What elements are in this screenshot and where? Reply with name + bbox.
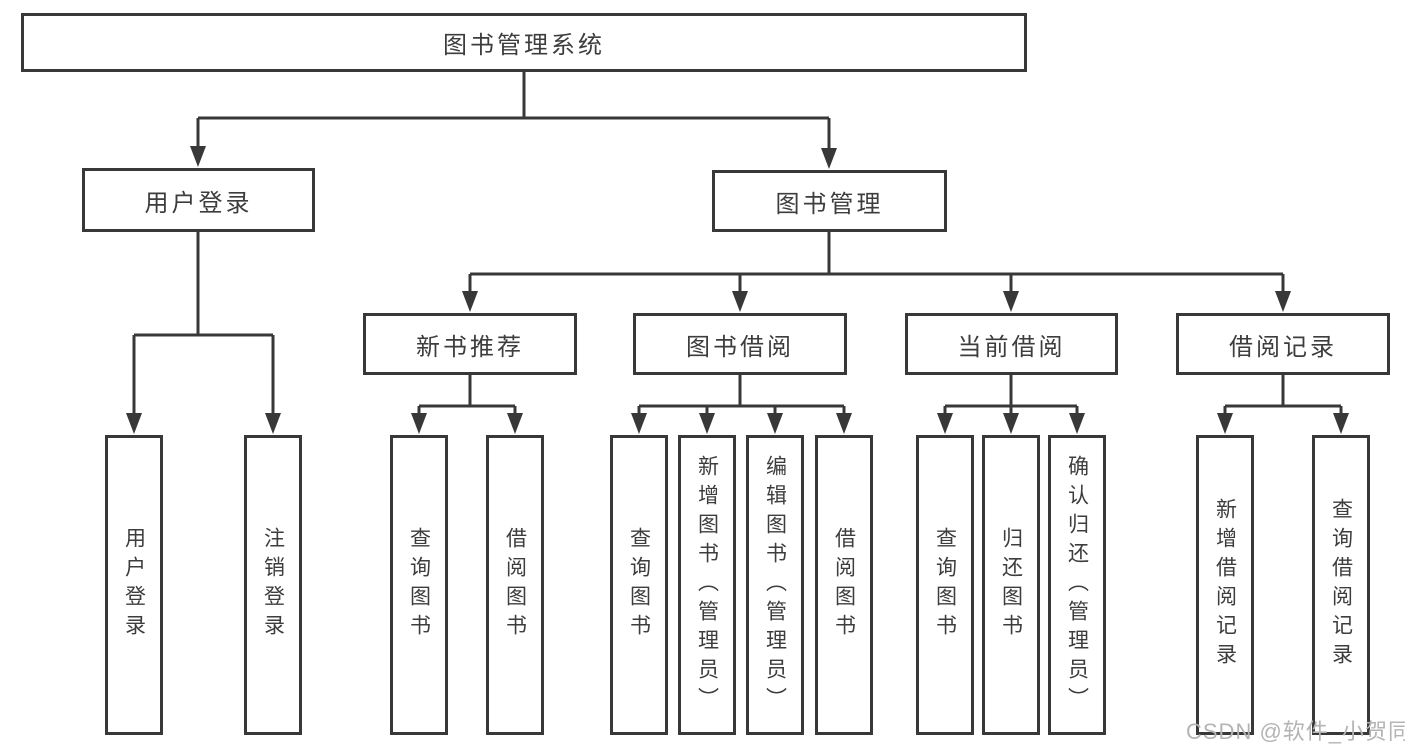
node-label: 新书推荐 bbox=[416, 333, 524, 361]
leaf-label: 新增借阅记录 bbox=[1213, 498, 1237, 672]
node-label: 图书借阅 bbox=[686, 333, 794, 361]
node-current-borrow: 当前借阅 bbox=[905, 313, 1118, 375]
leaf-query-books-current: 查询图书 bbox=[916, 435, 974, 735]
leaf-label: 查询图书 bbox=[407, 527, 431, 643]
leaf-label: 归还图书 bbox=[999, 527, 1023, 643]
node-label: 图书管理系统 bbox=[443, 32, 605, 59]
leaf-label: 注销登录 bbox=[261, 527, 285, 643]
leaf-label: 查询图书 bbox=[627, 527, 651, 643]
connector-path bbox=[134, 72, 1341, 408]
arrow-stems bbox=[132, 118, 1343, 417]
leaf-query-books-recommend: 查询图书 bbox=[390, 435, 448, 735]
leaf-label: 编辑图书（管理员） bbox=[763, 454, 787, 716]
csdn-watermark: CSDN @软件_小贺同学 bbox=[1186, 719, 1405, 744]
node-book-management: 图书管理 bbox=[712, 170, 947, 232]
leaf-confirm-return-admin: 确认归还（管理员） bbox=[1048, 435, 1106, 735]
node-new-book-recommend: 新书推荐 bbox=[363, 313, 577, 375]
leaf-logout: 注销登录 bbox=[244, 435, 302, 735]
node-label: 当前借阅 bbox=[957, 333, 1066, 361]
node-label: 用户登录 bbox=[144, 189, 253, 217]
node-user-login: 用户登录 bbox=[82, 168, 315, 232]
leaf-label: 新增图书（管理员） bbox=[695, 454, 719, 716]
node-book-borrow: 图书借阅 bbox=[633, 313, 847, 375]
leaf-borrow-books: 借阅图书 bbox=[815, 435, 873, 735]
node-borrow-records: 借阅记录 bbox=[1176, 313, 1390, 375]
leaf-query-borrow-record: 查询借阅记录 bbox=[1312, 435, 1370, 735]
leaf-borrow-books-recommend: 借阅图书 bbox=[486, 435, 544, 735]
leaf-label: 借阅图书 bbox=[832, 527, 856, 643]
leaf-return-book: 归还图书 bbox=[982, 435, 1040, 735]
leaf-user-login: 用户登录 bbox=[105, 435, 163, 735]
leaf-label: 查询图书 bbox=[933, 527, 957, 643]
leaf-add-borrow-record: 新增借阅记录 bbox=[1196, 435, 1254, 735]
leaf-edit-book-admin: 编辑图书（管理员） bbox=[746, 435, 804, 735]
leaf-label: 查询借阅记录 bbox=[1329, 498, 1353, 672]
leaf-label: 确认归还（管理员） bbox=[1065, 454, 1089, 716]
leaf-label: 借阅图书 bbox=[503, 527, 527, 643]
leaf-query-books-borrow: 查询图书 bbox=[610, 435, 668, 735]
leaf-add-book-admin: 新增图书（管理员） bbox=[678, 435, 736, 735]
node-root: 图书管理系统 bbox=[21, 13, 1027, 72]
node-label: 借阅记录 bbox=[1229, 333, 1337, 361]
node-label: 图书管理 bbox=[775, 190, 884, 218]
leaf-label: 用户登录 bbox=[122, 527, 146, 643]
